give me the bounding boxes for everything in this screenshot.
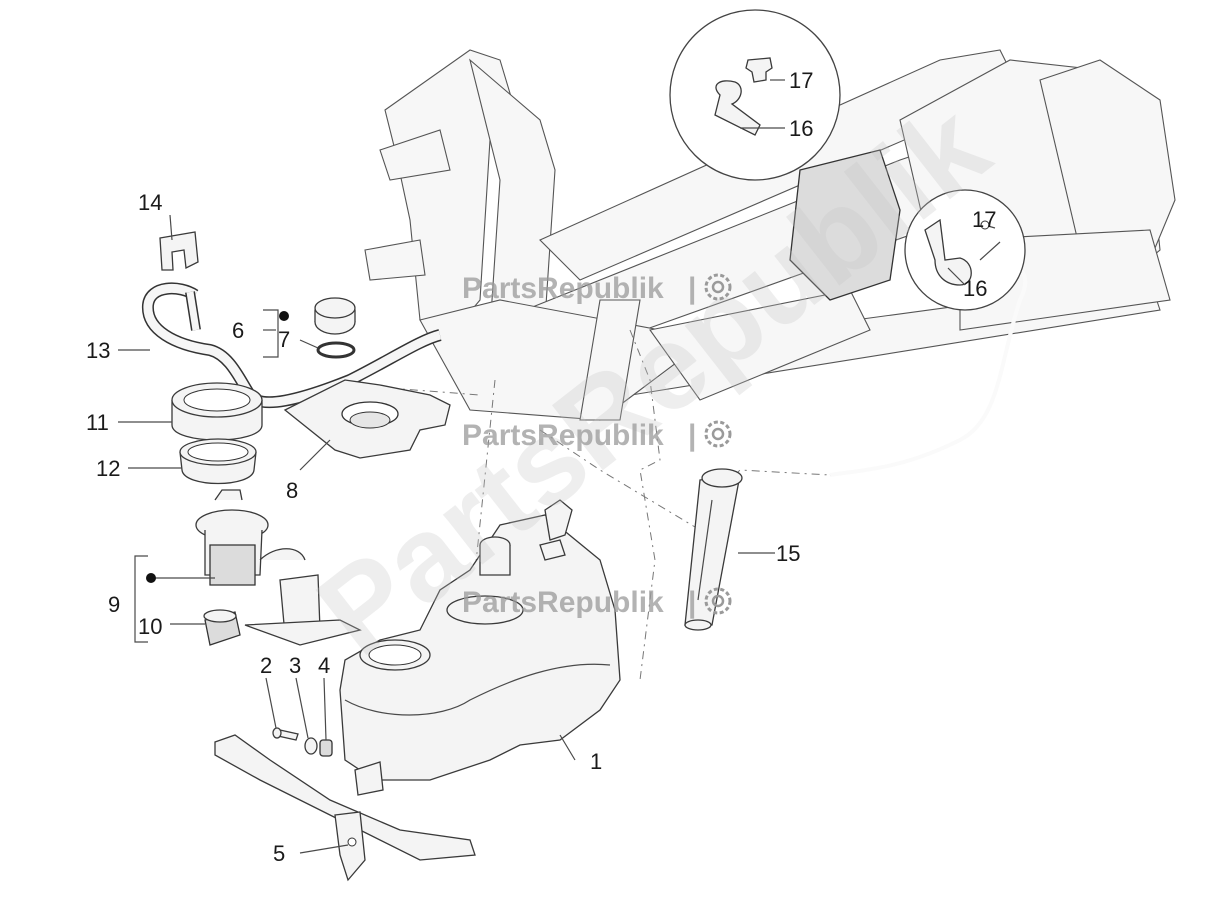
watermark-text-3: PartsRepublik (462, 586, 664, 619)
callout-16-top: 16 (789, 116, 813, 141)
part-5-bracket (214, 734, 476, 882)
callout-17-right: 17 (972, 207, 996, 232)
detail-inset-top (669, 9, 841, 181)
part-3-washer (304, 737, 318, 755)
callout-9: 9 (108, 592, 120, 617)
part-10-fuel-filter (203, 609, 241, 646)
callout-14: 14 (138, 190, 162, 215)
watermark-separator-1: | (688, 272, 696, 305)
gear-icon (704, 587, 732, 615)
callout-11: 11 (86, 410, 109, 435)
watermark-text-2: PartsRepublik (462, 419, 664, 452)
callout-4: 4 (318, 653, 330, 678)
callout-6: 6 (232, 318, 244, 343)
callout-8: 8 (286, 478, 298, 503)
callout-16-right: 16 (963, 276, 987, 301)
part-12-gasket (179, 438, 257, 485)
part-11-ring-nut (171, 382, 263, 441)
detail-inset-right (904, 189, 1026, 311)
callout-1: 1 (590, 749, 602, 774)
callout-15: 15 (776, 541, 800, 566)
callout-13: 13 (86, 338, 110, 363)
callout-2: 2 (260, 653, 272, 678)
callout-7: 7 (278, 327, 290, 352)
part-13-fuel-hose (141, 282, 442, 409)
part-1-fuel-tank (339, 499, 621, 796)
leader-lines (118, 214, 1001, 854)
part-9-fuel-pump (195, 489, 362, 646)
callout-10: 10 (138, 614, 162, 639)
part-6-fuel-cap (314, 297, 356, 335)
part-4-spacer (319, 739, 333, 757)
part-15-fuel-level-sender (684, 468, 743, 631)
gear-icon (704, 273, 732, 301)
callout-12: 12 (96, 456, 120, 481)
bullet-9 (146, 573, 156, 583)
callout-17-top: 17 (789, 68, 813, 93)
callout-labels: 1 2 3 4 5 6 7 8 9 10 11 12 13 14 15 16 1… (86, 68, 996, 866)
part-14-clip (159, 231, 199, 271)
part-7-o-ring (316, 341, 356, 359)
part-8-filler-tray (283, 379, 451, 459)
watermark-separator-3: | (688, 586, 696, 619)
callout-3: 3 (289, 653, 301, 678)
callout-5: 5 (273, 841, 285, 866)
frame-assembly (364, 49, 1176, 477)
watermark-text-1: PartsRepublik (462, 272, 664, 305)
bullet-6 (279, 311, 289, 321)
part-2-bolt (272, 727, 299, 741)
gear-icon (704, 420, 732, 448)
watermark-separator-2: | (688, 419, 696, 452)
